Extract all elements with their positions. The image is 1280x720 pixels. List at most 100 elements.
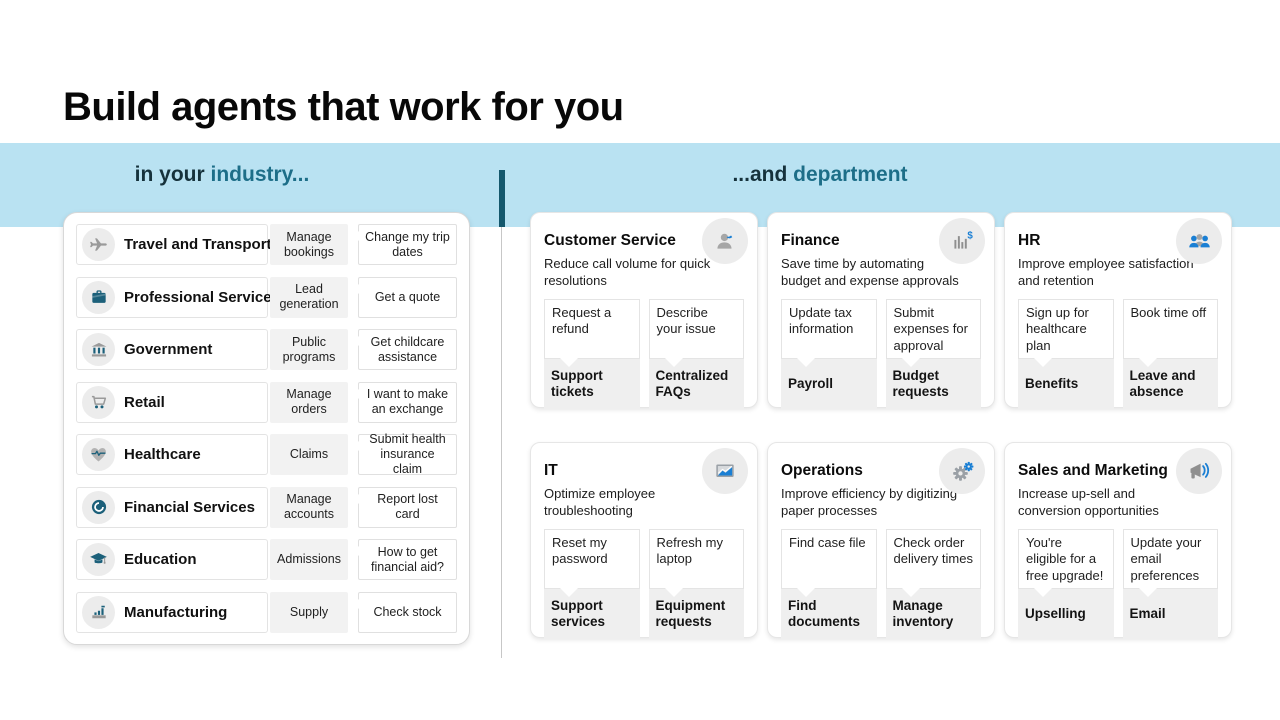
chip-columns: You're eligible for a free upgrade! Upse… [1018, 529, 1218, 639]
industry-utterance-chip: Check stock [353, 591, 457, 633]
department-title: Finance [781, 232, 840, 249]
agent-topic-chip: Payroll [781, 359, 877, 409]
department-description: Increase up-sell and conversion opportun… [1018, 486, 1159, 518]
people-group-icon [1176, 218, 1222, 264]
department-title: IT [544, 462, 558, 479]
industry-row-education: Education Admissions How to get financia… [76, 539, 457, 581]
chip-columns: Request a refund Support tickets Describ… [544, 299, 744, 409]
industry-capability-chip: Public programs [270, 329, 348, 371]
department-card-customer-service: Customer Service Reduce call volume for … [530, 212, 758, 409]
chip-column: Request a refund Support tickets [544, 299, 640, 409]
department-header-highlight: department [793, 163, 908, 186]
chip-column: Reset my password Support services [544, 529, 640, 639]
industry-capability-chip: Supply [270, 591, 348, 633]
coin-icon [82, 490, 115, 524]
industry-capability-chip: Manage orders [270, 381, 348, 423]
gears-icon [939, 448, 985, 494]
industry-label: Education [124, 551, 197, 569]
industry-utterance-chip: How to get financial aid? [353, 539, 457, 581]
user-utterance-chip: Update tax information [781, 299, 877, 367]
industry-row-healthcare: Healthcare Claims Submit health insuranc… [76, 432, 457, 476]
industry-label: Government [124, 341, 213, 359]
industry-row-government: Government Public programs Get childcare… [76, 329, 457, 371]
airplane-icon [82, 228, 115, 261]
agent-topic-chip: Upselling [1018, 589, 1114, 639]
user-utterance-chip: You're eligible for a free upgrade! [1018, 529, 1114, 597]
industry-row-financial-services: Financial Services Manage accounts Repor… [76, 486, 457, 528]
page-title: Build agents that work for you [63, 84, 624, 129]
chip-column: Find case file Find documents [781, 529, 877, 639]
industry-capability-chip: Manage bookings [270, 224, 348, 265]
department-header-prefix: ...and [732, 163, 794, 186]
department-description: Save time by automating budget and expen… [781, 256, 959, 288]
industry-name-box: Education [76, 539, 268, 581]
industry-capability-chip: Claims [270, 434, 348, 476]
agent-topic-chip: Centralized FAQs [648, 359, 744, 409]
megaphone-icon [1176, 448, 1222, 494]
industry-label: Healthcare [124, 446, 201, 464]
section-divider-line [501, 227, 502, 658]
industry-name-box: Travel and Transport [76, 224, 272, 265]
agent-topic-chip: Budget requests [885, 359, 981, 409]
svg-text:$: $ [967, 230, 973, 241]
agent-topic-chip: Support tickets [544, 359, 640, 409]
industry-row-travel: Travel and Transport Manage bookings Cha… [76, 224, 457, 265]
industry-name-box: Manufacturing [76, 591, 268, 633]
department-description: Optimize employee troubleshooting [544, 486, 656, 518]
chip-column: Update tax information Payroll [781, 299, 877, 409]
industry-name-box: Financial Services [76, 486, 268, 528]
department-card-finance: $ Finance Save time by automating budget… [767, 212, 995, 409]
agent-topic-chip: Equipment requests [648, 589, 744, 639]
agent-topic-chip: Manage inventory [885, 589, 981, 639]
agent-topic-chip: Support services [544, 589, 640, 639]
department-description: Improve efficiency by digitizing paper p… [781, 486, 958, 518]
user-utterance-chip: Sign up for healthcare plan [1018, 299, 1114, 367]
department-card-hr: HR Improve employee satisfaction and ret… [1004, 212, 1232, 409]
chip-column: Submit expenses for approval Budget requ… [885, 299, 981, 409]
agent-topic-chip: Find documents [781, 589, 877, 639]
department-title: Operations [781, 462, 863, 479]
industry-utterance-chip: Get a quote [353, 276, 457, 318]
chip-columns: Reset my password Support services Refre… [544, 529, 744, 639]
industry-label: Manufacturing [124, 603, 228, 621]
chip-column: Update your email preferences Email [1122, 529, 1218, 639]
briefcase-icon [82, 280, 115, 314]
user-utterance-chip: Submit expenses for approval [885, 299, 981, 367]
user-utterance-chip: Refresh my laptop [648, 529, 744, 597]
industry-label: Financial Services [124, 498, 255, 516]
industry-utterance-chip: Report lost card [353, 486, 457, 528]
industry-name-box: Government [76, 329, 268, 371]
department-title: Sales and Marketing [1018, 462, 1168, 479]
department-grid: Customer Service Reduce call volume for … [530, 212, 1236, 639]
industry-header-highlight: industry... [210, 163, 310, 186]
department-description: Improve employee satisfaction and retent… [1018, 256, 1194, 288]
chip-columns: Sign up for healthcare plan Benefits Boo… [1018, 299, 1218, 409]
user-utterance-chip: Reset my password [544, 529, 640, 597]
department-card-operations: Operations Improve efficiency by digitiz… [767, 442, 995, 639]
industry-name-box: Professional Services [76, 276, 280, 318]
industry-header-prefix: in your [134, 163, 211, 186]
department-card-sales-marketing: Sales and Marketing Increase up-sell and… [1004, 442, 1232, 639]
monitor-chart-icon [702, 448, 748, 494]
industry-row-retail: Retail Manage orders I want to make an e… [76, 381, 457, 423]
department-section-header: ...and department [732, 163, 907, 187]
industry-row-manufacturing: Manufacturing Supply Check stock [76, 591, 457, 633]
person-icon [702, 218, 748, 264]
industry-label: Retail [124, 393, 165, 411]
agent-topic-chip: Benefits [1018, 359, 1114, 409]
industry-label: Travel and Transport [124, 236, 272, 253]
industry-capability-chip: Manage accounts [270, 486, 348, 528]
industry-panel: Travel and Transport Manage bookings Cha… [63, 212, 470, 645]
bank-icon [82, 333, 115, 367]
user-utterance-chip: Book time off [1122, 299, 1218, 367]
industry-name-box: Retail [76, 381, 268, 423]
user-utterance-chip: Update your email preferences [1122, 529, 1218, 597]
bar-chart-dollar-icon: $ [939, 218, 985, 264]
chip-column: Book time off Leave and absence [1122, 299, 1218, 409]
department-title: HR [1018, 232, 1041, 249]
industry-utterance-chip: I want to make an exchange [353, 381, 457, 423]
industry-label: Professional Services [124, 288, 280, 306]
factory-icon [82, 595, 115, 629]
chip-columns: Find case file Find documents Check orde… [781, 529, 981, 639]
industry-row-professional-services: Professional Services Lead generation Ge… [76, 276, 457, 318]
